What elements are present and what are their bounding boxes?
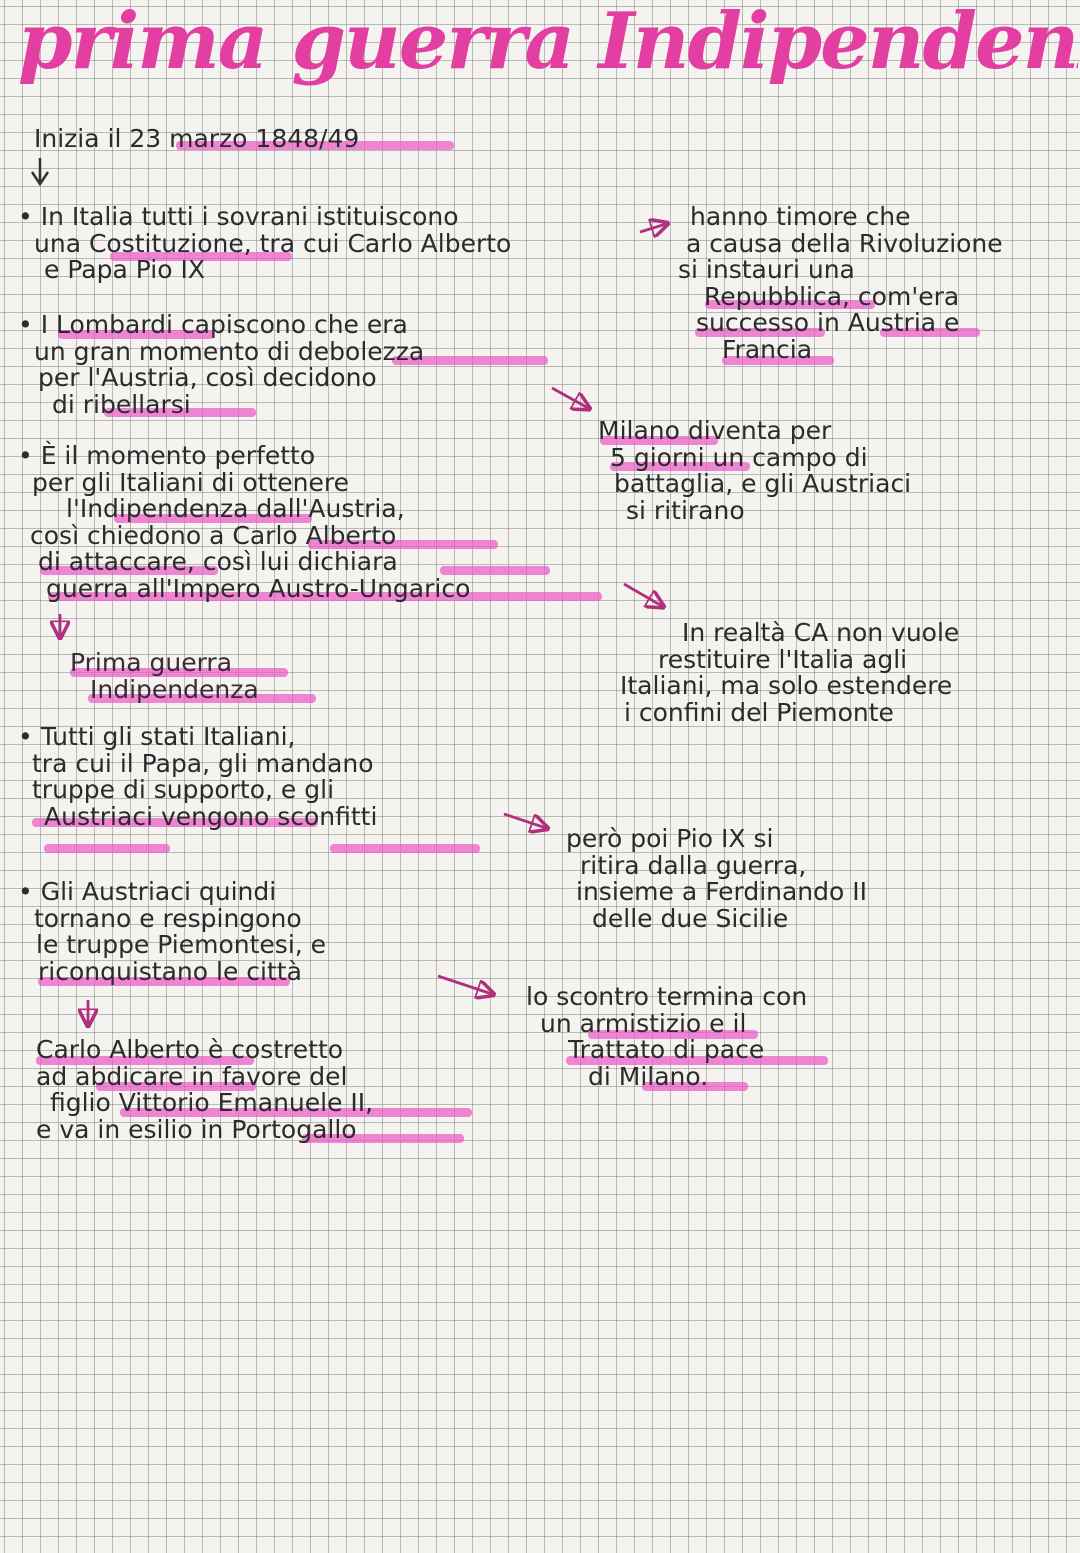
note-line: si ritirano [626,495,745,525]
highlight-date [176,141,454,150]
note-line: guerra all'Impero Austro-Ungarico [46,573,471,603]
note-line: per l'Austria, così decidono [38,363,377,392]
note-line: successo in Austria e [696,308,960,337]
highlight-sconfitti [330,844,480,853]
highlight-repubblica [705,300,875,309]
note-line: Repubblica, com'era [704,281,960,311]
note-line: le truppe Piemontesi, e [36,930,327,959]
note-line: un gran momento di debolezza [34,336,425,366]
note-line: di ribellarsi [52,389,191,419]
highlight-guerra [48,592,602,601]
note-line: restituire l'Italia agli [658,644,908,674]
note-line: Trattato di pace [568,1035,765,1064]
highlight-austriaci [44,844,170,853]
note-line: battaglia, e gli Austriaci [614,469,912,498]
note-prima-guerra: Prima guerra Indipendenza [70,648,259,704]
highlight-prima-guerra [70,668,288,677]
note-line: l'Indipendenza dall'Austria, [66,494,405,523]
arrow-right-icon [623,582,662,606]
highlight-attaccare [40,566,218,575]
highlight-abdicare [96,1082,256,1091]
note-line: hanno timore che [690,202,911,231]
note-armistizio: lo scontro termina con un armistizio e i… [526,982,808,1091]
note-line: per gli Italiani di ottenere [32,467,350,497]
note-line: truppe di supporto, e gli [32,775,335,804]
note-austriaci: • Gli Austriaci quindi tornano e resping… [18,877,327,986]
note-line: Indipendenza [90,674,259,704]
highlight-milano [600,436,718,445]
note-line: • È il momento perfetto [18,441,316,470]
highlight-5giorni [610,462,750,471]
note-line: però poi Pio IX si [566,824,774,853]
arrow-right-icon [503,812,546,828]
note-line: Austriaci vengono sconfitti [44,801,378,831]
highlight-carlo-alberto-2 [36,1056,254,1065]
note-line: di Milano. [588,1061,709,1091]
note-timore: hanno timore che a causa della Rivoluzio… [678,202,1003,364]
intro-line: Inizia il 23 marzo 1848/49 [34,124,360,153]
note-line: così chiedono a Carlo Alberto [30,520,397,550]
note-line: e va in esilio in Portogallo [36,1114,357,1144]
highlight-indipendenza [114,514,312,523]
highlight-milano-2 [642,1082,748,1091]
note-line: riconquistano le città [38,956,302,986]
note-line: delle due Sicilie [592,903,789,933]
highlight-indipendenza-2 [88,694,316,703]
note-line: Prima guerra [70,648,233,677]
note-momento: • È il momento perfetto per gli Italiani… [18,441,471,603]
note-line: Carlo Alberto è costretto [36,1035,344,1064]
note-milano: Milano diventa per 5 giorni un campo di … [598,416,912,525]
arrow-right-icon [551,386,588,408]
note-line: lo scontro termina con [526,982,808,1011]
highlight-successo [695,328,825,337]
highlight-portogallo [302,1134,464,1143]
highlight-vittorio [120,1108,472,1117]
note-line: si instauri una [678,255,855,284]
highlight-dichiara [440,566,550,575]
note-stati: • Tutti gli stati Italiani, tra cui il P… [18,722,378,831]
highlight-carlo-alberto-1 [308,540,498,549]
highlight-trattato [566,1056,828,1065]
note-line: ritira dalla guerra, [580,850,807,880]
highlight-lombardi [58,330,214,339]
highlight-francia [722,356,834,365]
note-line: 5 giorni un campo di [610,442,868,472]
note-line: • Gli Austriaci quindi [18,877,277,906]
note-line: tra cui il Papa, gli mandano [32,748,374,778]
note-line: di attaccare, così lui dichiara [38,547,398,576]
highlight-debolezza [392,356,548,365]
note-line: • In Italia tutti i sovrani istituiscono [18,202,459,231]
highlight-austria [880,328,980,337]
note-line: • Tutti gli stati Italiani, [18,722,296,751]
note-line: un armistizio e il [540,1008,747,1038]
note-line: Milano diventa per [598,416,832,445]
note-line: a causa della Rivoluzione [686,228,1003,258]
note-line: Italiani, ma solo estendere [620,671,953,700]
highlight-truppe [32,818,318,827]
note-line: Francia [722,334,813,364]
note-line: • I Lombardi capiscono che era [18,310,408,339]
note-abdicare: Carlo Alberto è costretto ad abdicare in… [36,1035,374,1144]
page-title: prima guerra Indipendenz [18,0,1078,87]
highlight-riconquistano [38,977,290,986]
arrow-right-icon [437,974,492,994]
note-line: In realtà CA non vuole [682,618,960,647]
arrow-right-icon [639,224,666,232]
note-line: tornano e respingono [34,903,302,933]
highlight-costituzione [110,252,292,261]
note-inrealta: In realtà CA non vuole restituire l'Ital… [620,618,960,727]
note-line: insieme a Ferdinando II [576,877,868,906]
note-line: figlio Vittorio Emanuele II, [50,1088,374,1117]
note-line: una Costituzione, tra cui Carlo Alberto [34,228,512,258]
highlight-ribellarsi [104,408,256,417]
note-line: e Papa Pio IX [44,255,205,284]
note-line: i confini del Piemonte [624,697,894,727]
arrow-down-icon [30,158,50,187]
highlight-armistizio [588,1030,758,1039]
note-line: ad abdicare in favore del [36,1061,348,1091]
note-pio: però poi Pio IX si ritira dalla guerra, … [566,824,868,933]
note-lombardi: • I Lombardi capiscono che era un gran m… [18,310,425,419]
note-costituzione: • In Italia tutti i sovrani istituiscono… [18,202,512,284]
